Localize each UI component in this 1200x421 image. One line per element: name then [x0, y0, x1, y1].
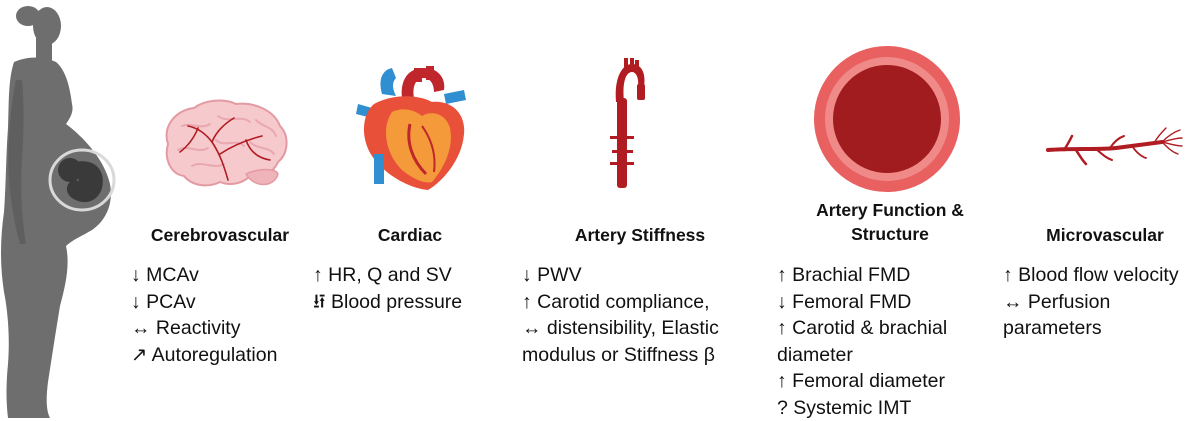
- list-item: ↗ Autoregulation: [131, 342, 277, 369]
- heart-icon: [352, 64, 474, 194]
- title-line: Artery Function &: [770, 198, 1010, 222]
- list-item: modulus or Stiffness β: [522, 342, 719, 369]
- list-item: ↑ Carotid compliance,: [522, 289, 719, 316]
- artery-function-structure-title: Artery Function & Structure: [770, 198, 1010, 246]
- list-item: ↔ Perfusion: [1003, 289, 1179, 316]
- artery-cross-section-icon: [812, 44, 962, 194]
- list-item: parameters: [1003, 315, 1179, 342]
- list-item: ↔ Reactivity: [131, 315, 277, 342]
- list-item: ? Systemic IMT: [777, 395, 947, 421]
- list-item: ↑ Carotid & brachial: [777, 315, 947, 342]
- list-item: ↑ Brachial FMD: [777, 262, 947, 289]
- list-item: ↔ distensibility, Elastic: [522, 315, 719, 342]
- artery-stiffness-title: Artery Stiffness: [540, 223, 740, 247]
- pregnant-woman-silhouette-icon: [0, 0, 140, 418]
- microvascular-title: Microvascular: [1020, 223, 1190, 247]
- list-item: ↓ MCAv: [131, 262, 277, 289]
- cardiac-title: Cardiac: [330, 223, 490, 247]
- list-item: ↓ Femoral FMD: [777, 289, 947, 316]
- list-item: ⭿ Blood pressure: [313, 289, 462, 316]
- cardiac-list: ↑ HR, Q and SV ⭿ Blood pressure: [313, 262, 462, 315]
- cerebrovascular-list: ↓ MCAv ↓ PCAv ↔ Reactivity ↗ Autoregulat…: [131, 262, 277, 368]
- artery-function-structure-list: ↑ Brachial FMD ↓ Femoral FMD ↑ Carotid &…: [777, 262, 947, 421]
- list-item: ↑ Femoral diameter: [777, 368, 947, 395]
- title-line: Structure: [770, 222, 1010, 246]
- list-item: ↓ PWV: [522, 262, 719, 289]
- brain-icon: [158, 96, 292, 194]
- list-item: ↑ Blood flow velocity: [1003, 262, 1179, 289]
- microvessel-icon: [1046, 124, 1184, 170]
- list-item: ↓ PCAv: [131, 289, 277, 316]
- aorta-icon: [606, 58, 650, 192]
- artery-stiffness-list: ↓ PWV ↑ Carotid compliance, ↔ distensibi…: [522, 262, 719, 368]
- list-item: diameter: [777, 342, 947, 369]
- microvascular-list: ↑ Blood flow velocity ↔ Perfusion parame…: [1003, 262, 1179, 342]
- cerebrovascular-title: Cerebrovascular: [130, 223, 310, 247]
- list-item: ↑ HR, Q and SV: [313, 262, 462, 289]
